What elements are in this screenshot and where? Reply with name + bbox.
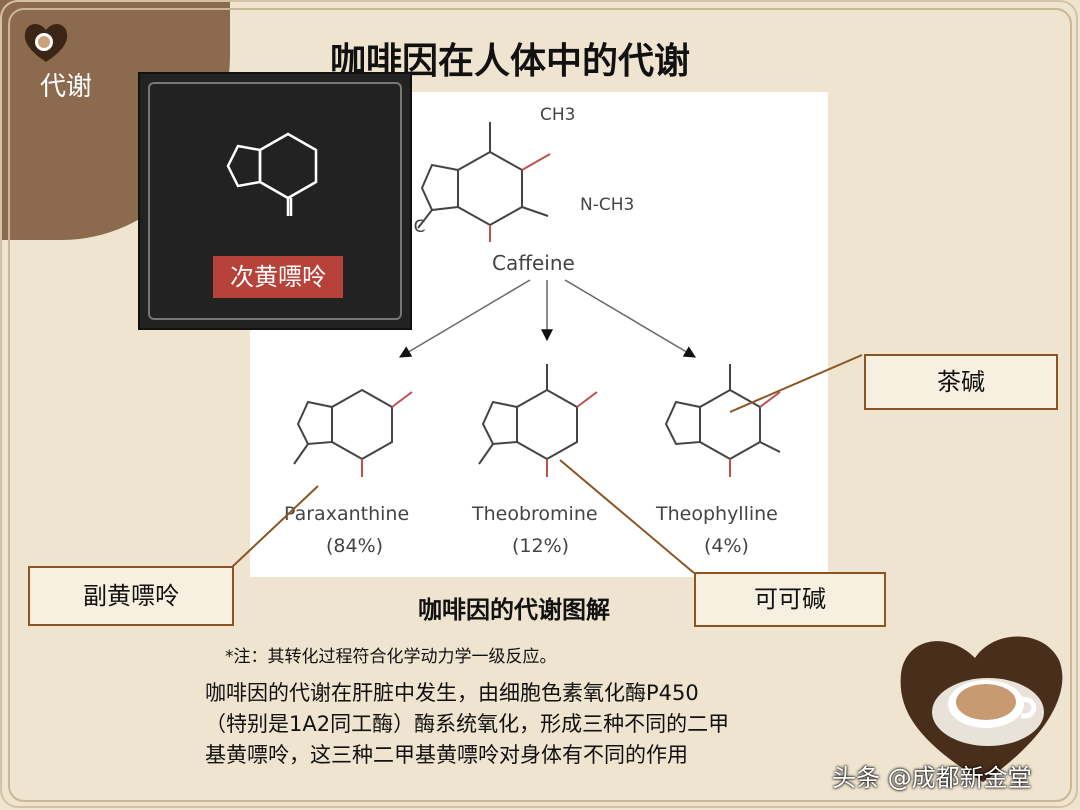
footnote: *注：其转化过程符合化学动力学一级反应。	[225, 647, 557, 667]
caffeine-ch3-top: CH3	[540, 105, 575, 125]
body-line-3: 基黄嘌呤，这三种二甲基黄嘌呤对身体有不同的作用	[205, 743, 688, 767]
watermark: 头条 @成都新金堂	[832, 764, 1032, 792]
caffeine-structure	[417, 122, 551, 242]
diagram-caption: 咖啡因的代谢图解	[418, 596, 610, 624]
paraxanthine-label: Paraxanthine	[284, 503, 409, 525]
label-theophylline: 茶碱	[864, 354, 1058, 410]
coffee-heart-icon	[24, 24, 68, 62]
theobromine-label: Theobromine	[471, 503, 598, 525]
paraxanthine-percent: (84%)	[326, 535, 383, 557]
theobromine-percent: (12%)	[512, 535, 569, 557]
caffeine-label: Caffeine	[492, 251, 575, 275]
theophylline-structure	[664, 364, 781, 477]
body-line-1: 咖啡因的代谢在肝脏中发生，由细胞色素氧化酶P450	[205, 681, 699, 705]
theophylline-label: Theophylline	[655, 503, 778, 525]
theophylline-percent: (4%)	[704, 535, 749, 557]
label-paraxanthine: 副黄嘌呤	[28, 566, 234, 626]
label-theobromine: 可可碱	[694, 572, 886, 627]
section-label: 代谢	[40, 72, 93, 102]
paraxanthine-structure	[293, 388, 413, 477]
body-text: 咖啡因的代谢在肝脏中发生，由细胞色素氧化酶P450 （特别是1A2同工酶）酶系统…	[205, 678, 885, 771]
arrow-to-theophylline	[564, 279, 697, 358]
metabolism-diagram: CH3 N-CH3 H3C Caffeine Paraxanthine (84%…	[250, 92, 828, 577]
hypoxanthine-label: 次黄嘌呤	[213, 256, 343, 298]
inset-border	[148, 82, 402, 320]
hypoxanthine-structure	[226, 132, 318, 216]
caffeine-ch3-right: N-CH3	[580, 195, 634, 215]
arrow-to-paraxanthine	[398, 279, 531, 358]
body-line-2: （特别是1A2同工酶）酶系统氧化，形成三种不同的二甲	[205, 712, 730, 736]
coffee-cup-illustration	[900, 636, 1063, 782]
hypoxanthine-inset: 次黄嘌呤	[138, 72, 412, 330]
theobromine-structure	[478, 364, 598, 477]
